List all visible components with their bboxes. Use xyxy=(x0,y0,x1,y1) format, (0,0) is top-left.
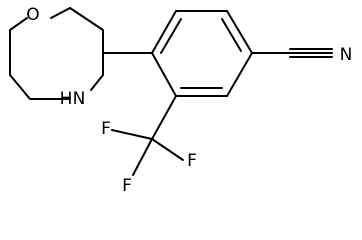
atom-label-morpholine-o: O xyxy=(26,5,39,25)
bond-cf3-to-f-top xyxy=(111,129,153,140)
chemical-structure-canvas: O N H N F F F xyxy=(9,5,353,196)
bond-c-c-left xyxy=(9,74,31,100)
morpholine-ring xyxy=(9,7,104,100)
benzene-bond-3 xyxy=(226,10,253,54)
benzene-bond-6 xyxy=(151,52,177,97)
benzene-bond-4 xyxy=(226,52,253,97)
atom-label-nitrile-n: N xyxy=(340,45,353,65)
bond-c-c-top xyxy=(69,7,104,31)
bond-o-c-top xyxy=(50,7,71,19)
atom-label-fluorine-bottom: F xyxy=(122,176,132,196)
benzene-ring xyxy=(151,10,253,97)
bond-c-o-left xyxy=(9,17,28,31)
bond-cf3-to-f-right xyxy=(151,138,184,161)
atom-label-morpholine-n: N xyxy=(73,89,86,109)
bond-ring-to-cf3 xyxy=(151,95,177,140)
atom-label-fluorine-top: F xyxy=(101,119,111,139)
atom-labels: O N H N F F F xyxy=(26,5,352,196)
benzene-double-bond-inner-1 xyxy=(160,18,182,54)
benzene-double-bond-inner-2 xyxy=(221,18,242,52)
atom-label-morpholine-h: H xyxy=(60,89,73,109)
benzene-bond-1 xyxy=(151,10,177,54)
nitrile-group xyxy=(251,48,333,58)
bond-c-nh xyxy=(90,74,104,91)
structure-diagram: O N H N F F F xyxy=(9,5,352,196)
trifluoromethyl-group xyxy=(111,95,184,176)
bond-cf3-to-f-bottom xyxy=(132,138,153,176)
atom-label-fluorine-right: F xyxy=(187,151,197,171)
